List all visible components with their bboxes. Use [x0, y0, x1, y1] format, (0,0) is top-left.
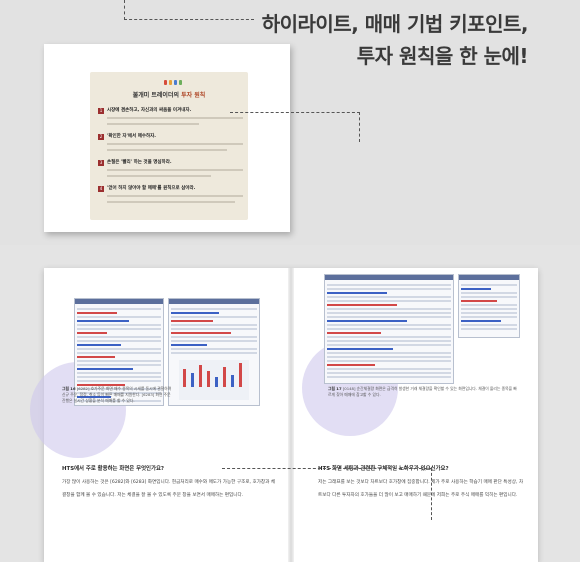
text-line — [107, 175, 211, 177]
headline: 하이라이트, 매매 기법 키포인트, 투자 원칙을 한 눈에! — [261, 8, 529, 72]
principles-card: 불개미 트레이더의 투자 원칙 1 시장에 겸손하고, 자신과의 싸움을 이겨내… — [44, 44, 290, 232]
figure-label: 그림 16 — [62, 386, 76, 391]
principle-text: '확인한 자'에서 매수하자. — [107, 134, 156, 139]
figure-caption-left: 그림 16 [6282] 호가주문 화면 매수 종목의 시세를 동시에 관찰하며… — [62, 386, 174, 404]
principle-text: 손절은 '빨리' 하는 것을 명심하라. — [107, 160, 172, 165]
decorative-dots — [164, 80, 182, 85]
figure-label: 그림 17 — [328, 386, 342, 391]
question-title-left: HTS에서 주로 활용하는 화면은 무엇인가요? — [62, 466, 165, 472]
principles-panel: 불개미 트레이더의 투자 원칙 1 시장에 겸손하고, 자신과의 싸움을 이겨내… — [90, 72, 248, 220]
caption-text: [6282] 호가주문 화면 매수 종목의 시세를 동시에 관찰하며 신규 주문… — [62, 386, 172, 403]
principles-title-emphasis: 투자 원칙 — [181, 92, 206, 99]
caption-text: [0148] 순간체결량 화면은 급격히 발생한 거래 체결량을 확인할 수 있… — [328, 386, 517, 397]
text-line — [107, 169, 243, 171]
window-titlebar — [75, 299, 163, 304]
principle-number: 3 — [98, 160, 104, 166]
leader-line — [230, 112, 360, 142]
text-line — [107, 117, 243, 119]
headline-line-2: 투자 원칙을 한 눈에! — [356, 44, 529, 68]
figure-caption-right: 그림 17 [0148] 순간체결량 화면은 급격히 발생한 거래 체결량을 확… — [328, 386, 518, 398]
text-line — [107, 201, 235, 203]
leader-line — [222, 468, 432, 520]
principle-text: '얻어 하지 않아야 할 매매'를 원칙으로 삼아라. — [107, 186, 196, 191]
window-titlebar — [169, 299, 259, 304]
principle-number: 2 — [98, 134, 104, 140]
text-line — [107, 123, 199, 125]
headline-line-1: 하이라이트, 매매 기법 키포인트, — [261, 12, 529, 36]
hts-screenshot — [74, 298, 164, 406]
answer-text-right: 저는 그래프를 보는 것보다 차트보다 호가창에 집중합니다. 제가 주로 사용… — [318, 480, 524, 498]
principle-text: 시장에 겸손하고, 자신과의 싸움을 이겨내자. — [107, 108, 192, 113]
answer-text-left: 가장 많이 사용하는 것은 [6282]와 [6283] 화면입니다. 현금처리… — [62, 480, 276, 498]
hts-screenshot — [324, 274, 454, 384]
hts-screenshot — [168, 298, 260, 406]
text-line — [107, 195, 243, 197]
question-title-right: HTS 화면 세팅과 관련한 구체적인 노하우가 있으신가요? — [318, 466, 449, 472]
hts-screenshot — [458, 274, 520, 338]
text-line — [107, 149, 227, 151]
window-titlebar — [325, 275, 453, 280]
book-gutter — [288, 268, 294, 562]
text-line — [107, 143, 243, 145]
book-spread: 그림 16 [6282] 호가주문 화면 매수 종목의 시세를 동시에 관찰하며… — [30, 268, 538, 562]
principle-number: 4 — [98, 186, 104, 192]
principle-number: 1 — [98, 108, 104, 114]
window-titlebar — [459, 275, 519, 280]
principles-title-prefix: 불개미 트레이더의 — [132, 92, 182, 99]
leader-line — [124, 0, 254, 20]
principles-title: 불개미 트레이더의 투자 원칙 — [90, 90, 248, 99]
